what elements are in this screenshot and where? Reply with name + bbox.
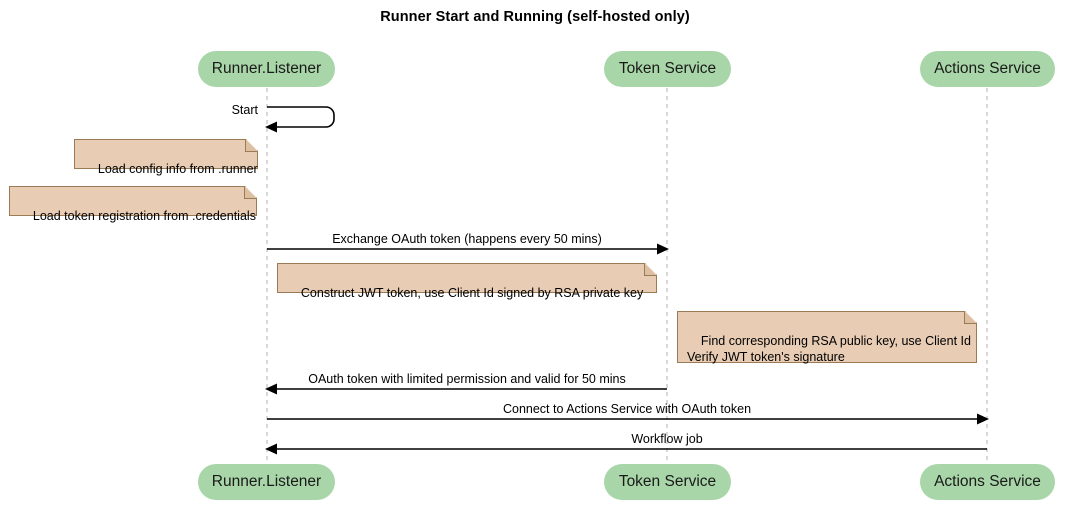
participant-label: Runner.Listener — [211, 60, 322, 77]
message-arrow-workflow-job — [265, 443, 987, 455]
message-label-exchange-oauth: Exchange OAuth token (happens every 50 m… — [332, 232, 602, 246]
participant-token-top[interactable]: Token Service — [604, 51, 731, 87]
message-arrow-exchange-oauth — [267, 243, 669, 255]
note-text: Find corresponding RSA public key, use C… — [687, 334, 971, 364]
note-text: Construct JWT token, use Client Id signe… — [300, 286, 644, 300]
message-label-workflow-job: Workflow job — [631, 432, 703, 446]
participant-label: Actions Service — [934, 473, 1041, 490]
participant-label: Token Service — [618, 473, 717, 490]
message-label-oauth-token-return: OAuth token with limited permission and … — [308, 372, 626, 386]
note-load-token-registration: Load token registration from .credential… — [9, 186, 257, 223]
message-label-start: Start — [231, 103, 258, 117]
participant-label: Actions Service — [934, 60, 1041, 77]
message-arrow-connect-actions — [267, 413, 989, 425]
note-load-config: Load config info from .runner — [74, 139, 258, 176]
participant-label: Token Service — [618, 60, 717, 77]
note-text: Load config info from .runner — [97, 162, 258, 176]
note-verify-jwt: Find corresponding RSA public key, use C… — [677, 311, 977, 364]
note-text: Load token registration from .credential… — [32, 209, 256, 223]
message-arrow-start — [265, 106, 335, 133]
message-arrow-oauth-token-return — [265, 383, 667, 395]
participant-label: Runner.Listener — [211, 473, 322, 490]
participant-actions-bottom[interactable]: Actions Service — [920, 464, 1055, 500]
page-title: Runner Start and Running (self-hosted on… — [380, 9, 690, 25]
note-construct-jwt: Construct JWT token, use Client Id signe… — [277, 263, 657, 300]
participant-runner-top[interactable]: Runner.Listener — [198, 51, 335, 87]
lifelines — [266, 88, 988, 462]
participant-actions-top[interactable]: Actions Service — [920, 51, 1055, 87]
participant-runner-bottom[interactable]: Runner.Listener — [198, 464, 335, 500]
participant-token-bottom[interactable]: Token Service — [604, 464, 731, 500]
message-label-connect-actions: Connect to Actions Service with OAuth to… — [502, 402, 752, 416]
